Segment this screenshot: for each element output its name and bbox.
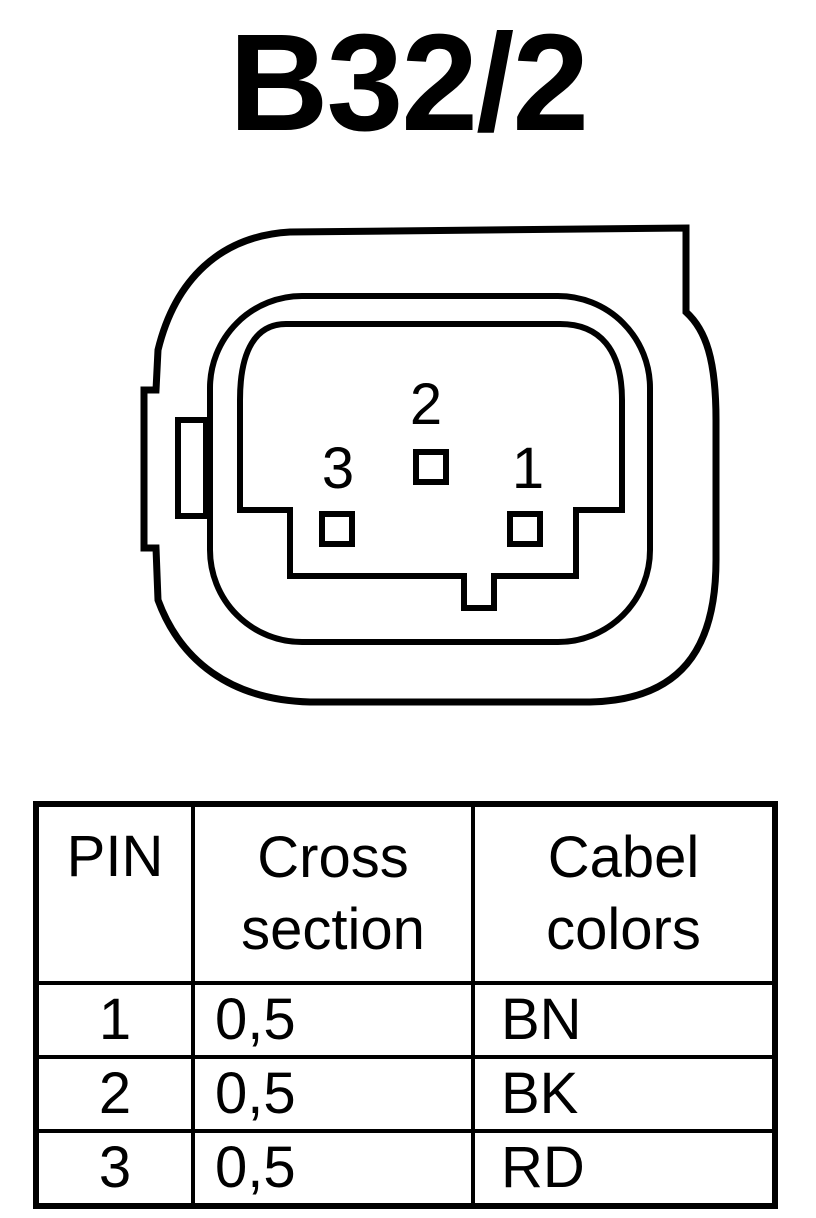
row-1-pin: 1 [34,981,195,1059]
connector-title: B32/2 [228,6,589,160]
header-cable-colors-line1: Cabel [547,824,700,890]
pin-assignment-table: PIN Cross section Cabel colors 1 0,5 BN … [33,801,778,1209]
header-cable-colors: Cabel colors [471,802,777,985]
header-cross-section-line1: Cross [257,824,409,890]
header-cable-colors-line2: colors [546,897,701,962]
table-header-row: PIN Cross section Cabel colors [34,802,777,985]
row-3-cross-section: 0,5 [191,1129,475,1208]
pin-2-label: 2 [410,372,442,437]
row-2-color: BK [471,1055,777,1133]
pin-2-terminal [413,449,449,485]
row-1-cross-section: 0,5 [191,981,475,1059]
table-row: 1 0,5 BN [34,981,777,1059]
header-cross-section-line2: section [241,897,425,962]
side-latch [175,417,209,519]
connector-face-diagram: 1 2 3 [140,224,720,706]
inner-seal-ring [207,293,653,645]
row-3-pin: 3 [34,1129,195,1208]
pin-3-terminal [319,511,355,547]
pin-3-label: 3 [322,436,354,501]
table-row: 2 0,5 BK [34,1055,777,1133]
row-2-pin: 2 [34,1055,195,1133]
row-3-color: RD [471,1129,777,1208]
header-pin: PIN [34,802,195,985]
table-row: 3 0,5 RD [34,1129,777,1208]
row-2-cross-section: 0,5 [191,1055,475,1133]
pin-1-terminal [507,511,543,547]
pin-1-label: 1 [512,436,544,501]
pin-cavity-outline [237,321,625,611]
connector-housing-outline [140,224,720,706]
header-cross-section: Cross section [191,802,475,985]
row-1-color: BN [471,981,777,1059]
